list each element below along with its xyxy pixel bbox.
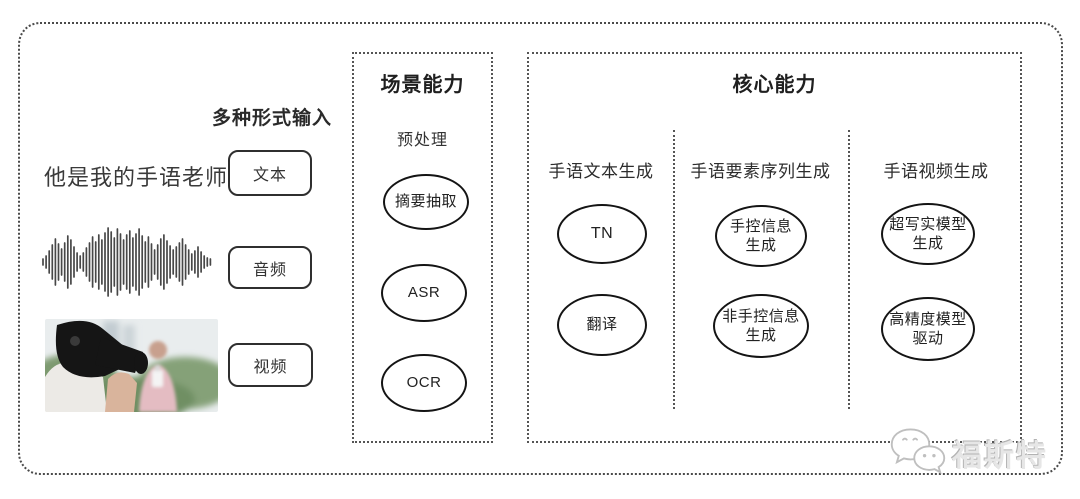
column-divider	[848, 130, 850, 409]
text-example: 他是我的手语老师	[44, 165, 229, 190]
column-header-sign-text: 手语文本生成	[548, 162, 654, 181]
node-summary-extraction: 摘要抽取	[383, 174, 469, 230]
video-thumbnail-icon	[45, 319, 218, 412]
chat-bubbles-logo-icon	[888, 426, 948, 479]
node-hyperreal-model-gen: 超写实模型 生成	[881, 203, 975, 265]
scene-panel-title: 场景能力	[380, 74, 465, 96]
input-type-video-box: 视频	[228, 343, 313, 387]
node-tn: TN	[557, 204, 647, 264]
node-ocr: OCR	[381, 354, 467, 412]
node-non-manual-info-gen: 非手控信息 生成	[713, 294, 809, 358]
node-translate: 翻译	[557, 294, 647, 356]
column-divider	[673, 130, 675, 409]
input-type-text-box: 文本	[228, 150, 312, 196]
column-header-sign-video: 手语视频生成	[883, 162, 989, 181]
column-header-sign-sequence: 手语要素序列生成	[690, 162, 831, 181]
preprocess-label: 预处理	[396, 132, 448, 149]
node-asr: ASR	[381, 264, 467, 322]
core-capability-panel: 核心能力 手语文本生成 手语要素序列生成 手语视频生成 TN 翻译 手控信息 生…	[527, 52, 1022, 443]
outer-dotted-border	[18, 22, 1063, 475]
node-manual-info-gen: 手控信息 生成	[715, 205, 807, 267]
input-type-audio-box: 音频	[228, 246, 312, 289]
core-panel-title: 核心能力	[732, 74, 817, 96]
scene-capability-panel: 场景能力 预处理 摘要抽取 ASR OCR	[352, 52, 493, 443]
watermark: 福斯特	[888, 426, 1048, 479]
watermark-label: 福斯特	[952, 439, 1048, 473]
audio-waveform-icon	[40, 224, 212, 300]
node-high-precision-drive: 高精度模型 驱动	[881, 297, 975, 361]
input-section-title: 多种形式输入	[212, 108, 333, 129]
